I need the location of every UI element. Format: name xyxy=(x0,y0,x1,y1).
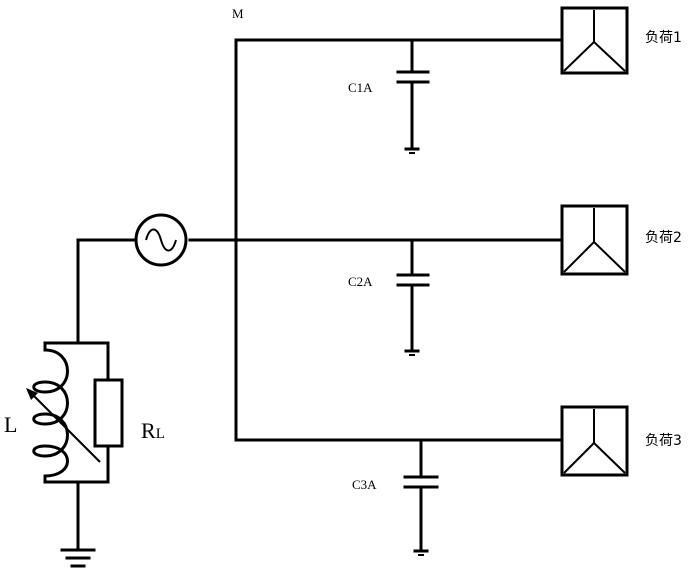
resistor-icon xyxy=(95,380,122,446)
load-2-label: 负荷2 xyxy=(645,230,682,246)
c1a-label: C1A xyxy=(348,80,373,95)
capacitor-c1a-icon xyxy=(398,40,428,153)
load-2-icon xyxy=(562,206,627,274)
ac-source-icon xyxy=(136,215,186,265)
c3a-label: C3A xyxy=(352,477,377,492)
node-label: M xyxy=(232,6,244,21)
inductor-label: L xyxy=(4,412,17,437)
load-1-label: 负荷1 xyxy=(645,30,682,46)
capacitor-c2a-icon xyxy=(398,240,428,355)
c2a-label: C2A xyxy=(348,274,373,289)
load-3-label: 负荷3 xyxy=(645,433,682,449)
capacitor-c3a-icon xyxy=(405,440,437,555)
resistor-label: RL xyxy=(141,418,165,443)
load-3-icon xyxy=(562,407,627,475)
ground-icon xyxy=(62,550,94,566)
load-1-icon xyxy=(562,8,627,73)
